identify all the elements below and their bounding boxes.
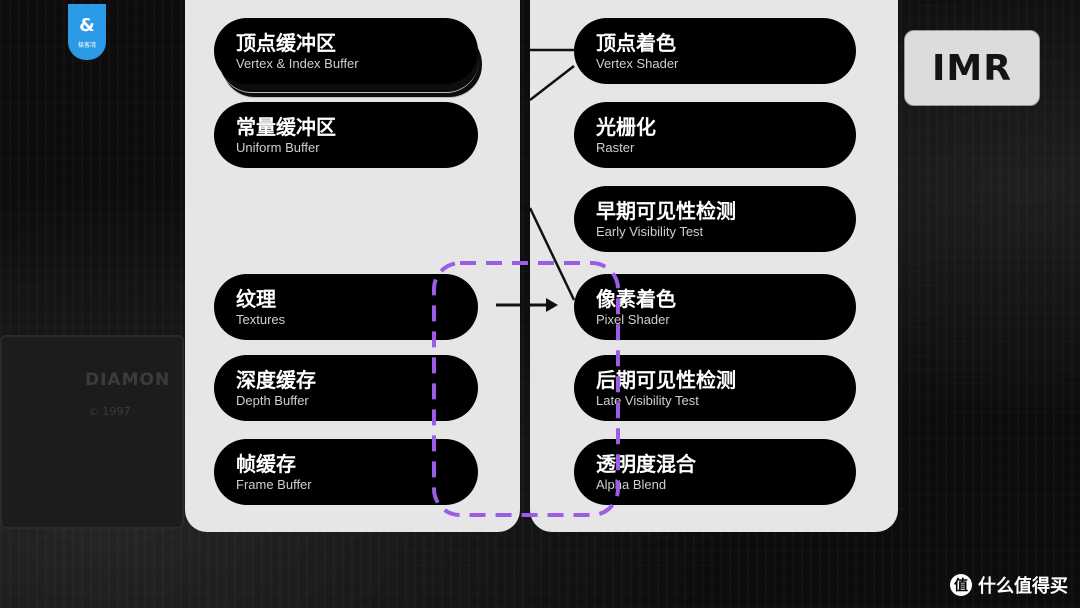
node-subtitle: Vertex & Index Buffer [236, 56, 478, 72]
node-title: 后期可见性检测 [596, 368, 856, 392]
watermark-text: 什么值得买 [978, 572, 1068, 598]
node-pixel-shader: 像素着色 Pixel Shader [574, 274, 856, 340]
node-title: 早期可见性检测 [596, 199, 856, 223]
node-title: 纹理 [236, 287, 478, 311]
node-subtitle: Pixel Shader [596, 312, 856, 328]
node-subtitle: Uniform Buffer [236, 140, 478, 156]
node-subtitle: Depth Buffer [236, 393, 478, 409]
node-subtitle: Alpha Blend [596, 477, 856, 493]
node-subtitle: Frame Buffer [236, 477, 478, 493]
node-subtitle: Textures [236, 312, 478, 328]
node-title: 顶点缓冲区 [236, 31, 478, 55]
logo-icon: & [79, 16, 95, 36]
node-title: 像素着色 [596, 287, 856, 311]
logo-text: 极客湾 [78, 40, 96, 49]
node-early-visibility-test: 早期可见性检测 Early Visibility Test [574, 186, 856, 252]
imr-badge: IMR [904, 30, 1040, 106]
node-late-visibility-test: 后期可见性检测 Late Visibility Test [574, 355, 856, 421]
node-title: 帧缓存 [236, 452, 478, 476]
node-subtitle: Late Visibility Test [596, 393, 856, 409]
node-subtitle: Vertex Shader [596, 56, 856, 72]
node-textures: 纹理 Textures [214, 274, 478, 340]
watermark-badge: 值 [950, 574, 972, 596]
node-title: 深度缓存 [236, 368, 478, 392]
watermark: 值 什么值得买 [950, 572, 1068, 598]
node-vertex-index-buffer: 顶点缓冲区 Vertex & Index Buffer [214, 18, 478, 84]
chip-label: DIAMON [85, 370, 170, 390]
node-title: 顶点着色 [596, 31, 856, 55]
node-alpha-blend: 透明度混合 Alpha Blend [574, 439, 856, 505]
node-uniform-buffer: 常量缓冲区 Uniform Buffer [214, 102, 478, 168]
node-frame-buffer: 帧缓存 Frame Buffer [214, 439, 478, 505]
channel-logo: & 极客湾 [68, 4, 106, 60]
node-vertex-shader: 顶点着色 Vertex Shader [574, 18, 856, 84]
node-title: 常量缓冲区 [236, 115, 478, 139]
node-subtitle: Early Visibility Test [596, 224, 856, 240]
node-depth-buffer: 深度缓存 Depth Buffer [214, 355, 478, 421]
node-title: 光栅化 [596, 115, 856, 139]
node-subtitle: Raster [596, 140, 856, 156]
node-raster: 光栅化 Raster [574, 102, 856, 168]
chip-year: © 1997 [88, 405, 131, 418]
background-chip [0, 335, 184, 529]
node-title: 透明度混合 [596, 452, 856, 476]
